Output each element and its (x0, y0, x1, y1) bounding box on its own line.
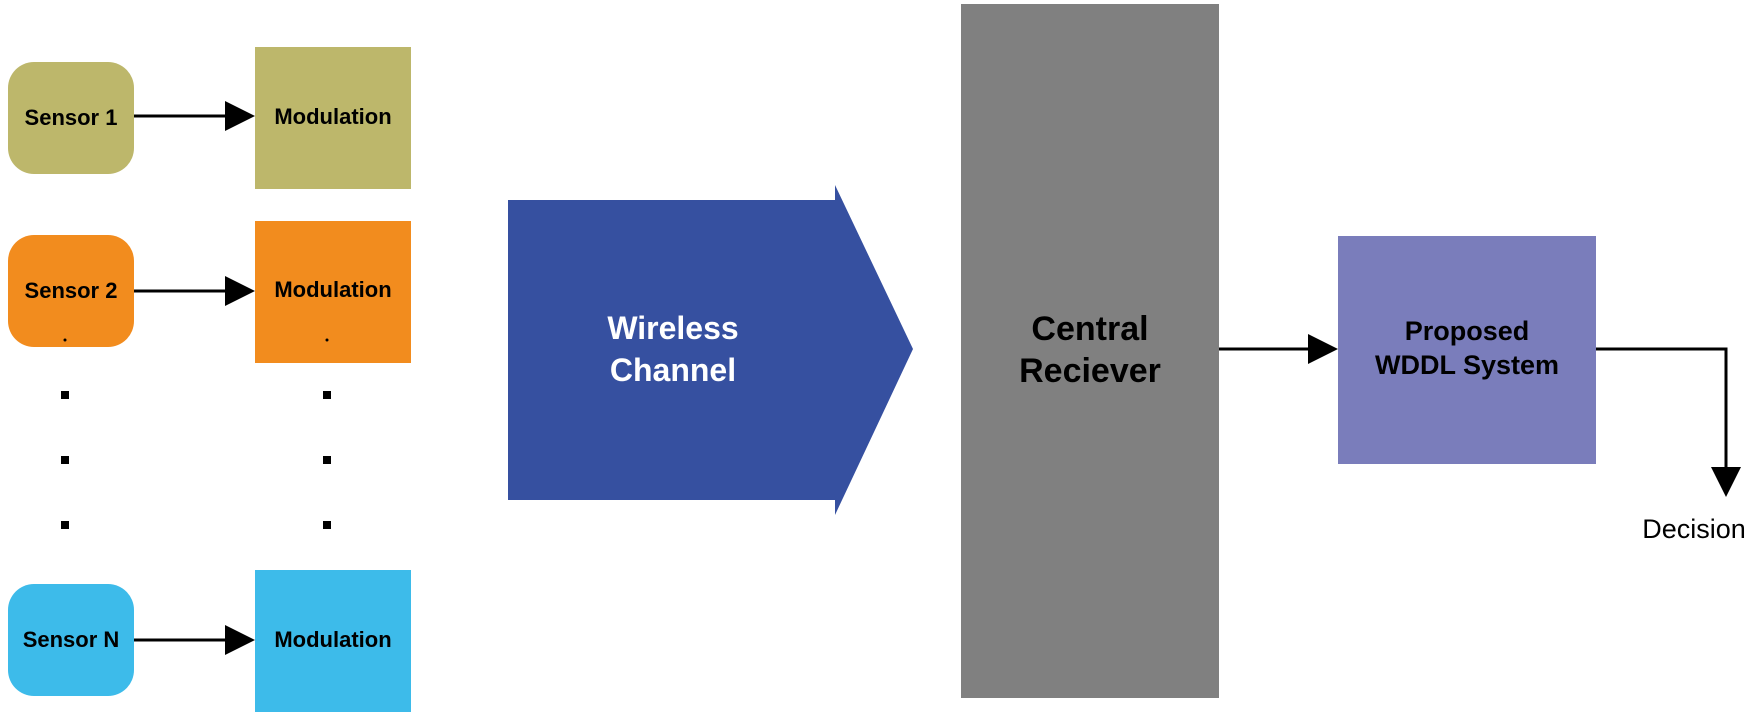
sensor-n-label: Sensor N (23, 627, 120, 652)
wddl-system-label-line2: WDDL System (1375, 350, 1559, 380)
sensor-1-label: Sensor 1 (25, 105, 118, 130)
central-receiver: Central Reciever (961, 4, 1219, 698)
modulation-n-label: Modulation (274, 627, 391, 652)
ellipsis-dot (61, 456, 69, 464)
wddl-to-decision-arrow (1596, 347, 1741, 497)
wddl-system-label-line1: Proposed (1405, 316, 1530, 346)
ellipsis-dot (63, 338, 67, 342)
modulation-1-label: Modulation (274, 104, 391, 129)
sensor-row-1: Sensor 1 Modulation (8, 47, 411, 189)
ellipsis-dots (61, 338, 331, 529)
ellipsis-dot (323, 391, 331, 399)
ellipsis-dot (325, 338, 329, 342)
modulation-2-box (255, 221, 411, 363)
central-receiver-label-line1: Central (1031, 310, 1148, 348)
modulation-n-box (255, 570, 411, 712)
wireless-channel-label-line1: Wireless (607, 310, 738, 346)
sensor-row-2: Sensor 2 Modulation (8, 221, 411, 363)
sensor-row-n: Sensor N Modulation (8, 570, 411, 712)
wireless-channel-arrow-shape (508, 185, 913, 515)
ellipsis-dot (61, 521, 69, 529)
decision-label: Decision (1642, 514, 1746, 544)
modulation-1-box (255, 47, 411, 189)
ellipsis-dot (323, 456, 331, 464)
wddl-system: Proposed WDDL System (1338, 236, 1596, 464)
sensor-n-box (8, 584, 134, 696)
central-receiver-box (961, 4, 1219, 698)
ellipsis-dot (61, 391, 69, 399)
ellipsis-dot (323, 521, 331, 529)
central-receiver-label-line2: Reciever (1019, 352, 1161, 390)
wireless-channel: Wireless Channel (508, 185, 913, 515)
wddl-system-box (1338, 236, 1596, 464)
wireless-channel-label-line2: Channel (610, 352, 736, 388)
modulation-2-label: Modulation (274, 277, 391, 302)
sensor-1-box (8, 62, 134, 174)
sensor-2-label: Sensor 2 (25, 278, 118, 303)
sensor-2-box (8, 235, 134, 347)
